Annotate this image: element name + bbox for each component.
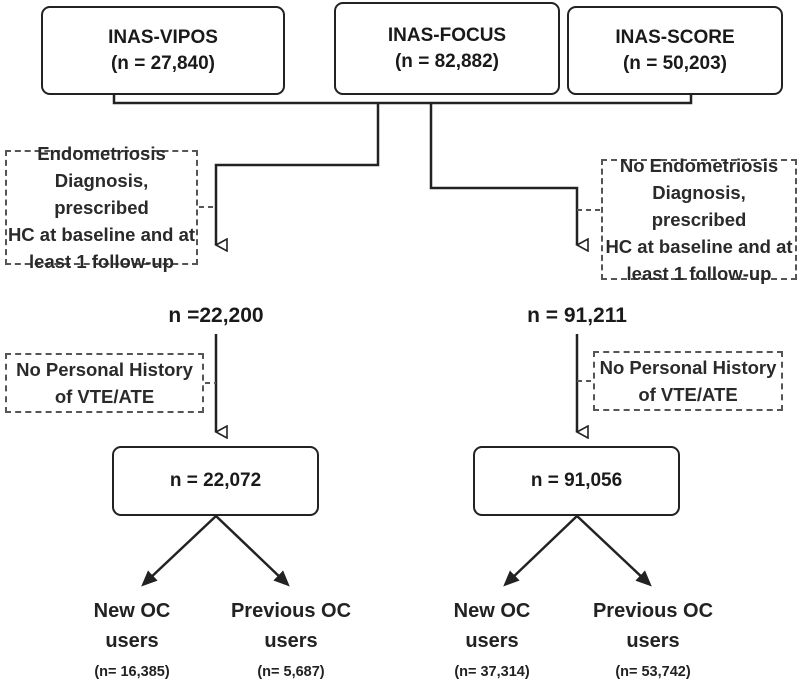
group-label-line: users [626,630,680,652]
source-count: (n = 50,203) [622,52,728,74]
criteria-line: HC at baseline and at [605,236,793,257]
left-previous-arrow [215,515,290,587]
right-new-oc-users: New OC users [417,596,567,656]
group-label-line: Previous OC [592,600,714,622]
left-split-line [216,103,380,245]
right-previous-oc-users: Previous OC users [578,596,728,656]
left-result-box: n = 22,072 [112,446,319,516]
group-label-line: New OC [93,600,171,622]
right-count-stage1: n = 91,211 [527,304,627,327]
source-name: INAS-VIPOS [108,26,218,48]
source-bracket [112,95,693,105]
left-new-arrow [141,515,217,587]
right-exclusion-criteria: No Personal History of VTE/ATE [593,351,783,411]
criteria-line: of VTE/ATE [54,386,155,407]
source-name: INAS-FOCUS [387,24,507,46]
right-previous-arrow [576,515,652,587]
left-exclusion-criteria: No Personal History of VTE/ATE [5,353,204,413]
source-count: (n = 27,840) [110,52,216,74]
criteria-line: No Personal History [599,357,777,378]
left-previous-oc-count: (n= 5,687) [257,664,325,680]
source-box-vipos: INAS-VIPOS (n = 27,840) [41,6,285,95]
source-box-focus: INAS-FOCUS (n = 82,882) [334,2,560,95]
group-label-line: users [264,630,318,652]
source-name: INAS-SCORE [615,26,735,48]
group-label-line: New OC [453,600,531,622]
left-inclusion-criteria: Endometriosis Diagnosis, prescribed HC a… [5,143,198,272]
right-new-oc-count: (n= 37,314) [454,664,530,680]
left-count-stage1: n =22,200 [168,304,264,327]
left-new-oc-count: (n= 16,385) [94,664,170,680]
criteria-line: least 1 follow-up [626,263,772,284]
left-previous-oc-users: Previous OC users [216,596,366,656]
criteria-line: Endometriosis [37,143,166,164]
criteria-line: No Endometriosis [619,155,779,176]
left-new-oc-users: New OC users [57,596,207,656]
criteria-line: of VTE/ATE [638,384,738,405]
source-box-score: INAS-SCORE (n = 50,203) [567,6,783,95]
source-count: (n = 82,882) [394,50,500,72]
right-split-line [429,103,577,245]
right-new-arrow [503,515,578,587]
result-count: n = 91,056 [530,470,623,491]
right-result-box: n = 91,056 [473,446,680,516]
criteria-line: HC at baseline and at [7,224,196,245]
criteria-line: Diagnosis, prescribed [54,170,149,218]
group-label-line: users [105,630,159,652]
criteria-line: No Personal History [16,359,193,380]
right-inclusion-criteria: No Endometriosis Diagnosis, prescribed H… [601,155,797,284]
result-count: n = 22,072 [169,470,262,491]
criteria-line: least 1 follow-up [29,251,174,272]
right-previous-oc-count: (n= 53,742) [615,664,691,680]
group-label-line: users [465,630,519,652]
group-label-line: Previous OC [230,600,352,622]
criteria-line: Diagnosis, prescribed [651,182,747,230]
